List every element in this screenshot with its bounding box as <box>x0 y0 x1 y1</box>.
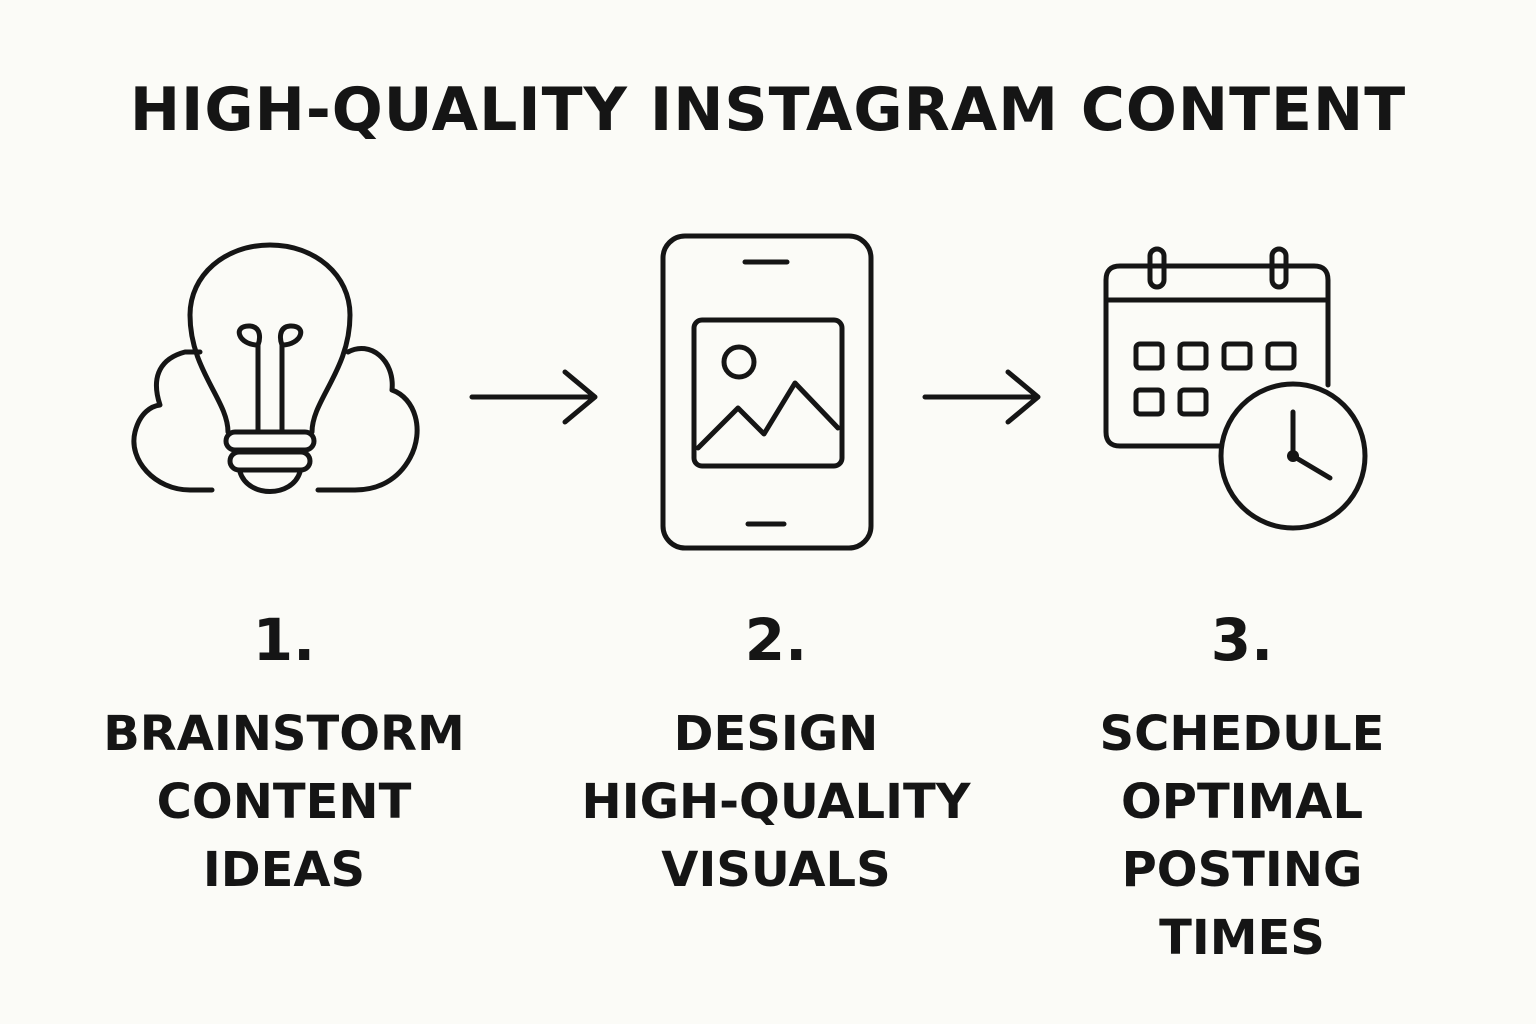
process-icons <box>131 233 1368 551</box>
calendar-body <box>1103 263 1331 449</box>
bulb-base-ring-2 <box>227 449 313 473</box>
cloud-outline-right <box>315 345 420 493</box>
step-label: BRAINSTORM CONTENT IDEAS <box>103 706 465 898</box>
calendar-day <box>1177 341 1209 371</box>
step-number: 3. <box>1210 606 1274 674</box>
phone-body <box>660 233 874 551</box>
calendar-day <box>1133 387 1165 417</box>
cloud-outline <box>131 349 215 493</box>
bulb-glass <box>187 242 353 435</box>
step-schedule: 3. SCHEDULE OPTIMAL POSTING TIMES <box>1012 600 1472 972</box>
bulb-base-ring-1 <box>223 429 317 453</box>
step-number: 1. <box>252 606 316 674</box>
step-design: 2. DESIGN HIGH-QUALITY VISUALS <box>546 600 1006 904</box>
arrow-right-icon <box>469 369 598 425</box>
bulb-base-tip <box>237 469 303 494</box>
bulb-filament <box>236 323 304 435</box>
step-label: SCHEDULE OPTIMAL POSTING TIMES <box>1099 706 1385 966</box>
lightbulb-cloud-icon <box>131 242 420 494</box>
page-title: HIGH-QUALITY INSTAGRAM CONTENT <box>129 75 1407 145</box>
calendar-day <box>1265 341 1297 371</box>
calendar-clock-icon <box>1103 246 1368 531</box>
calendar-day <box>1177 387 1209 417</box>
calendar-ring-right <box>1269 246 1289 290</box>
step-number: 2. <box>744 606 808 674</box>
process-diagram <box>131 233 1368 551</box>
calendar-ring-left <box>1147 246 1167 290</box>
image-frame <box>691 317 845 469</box>
clock-center <box>1287 450 1299 462</box>
image-mountains <box>695 380 841 451</box>
step-label: DESIGN HIGH-QUALITY VISUALS <box>581 706 971 898</box>
smartphone-image-icon <box>660 233 874 551</box>
calendar-day <box>1221 341 1253 371</box>
calendar-day <box>1133 341 1165 371</box>
step-brainstorm: 1. BRAINSTORM CONTENT IDEAS <box>54 600 514 904</box>
image-sun <box>721 344 757 380</box>
arrow-right-icon <box>922 369 1041 425</box>
